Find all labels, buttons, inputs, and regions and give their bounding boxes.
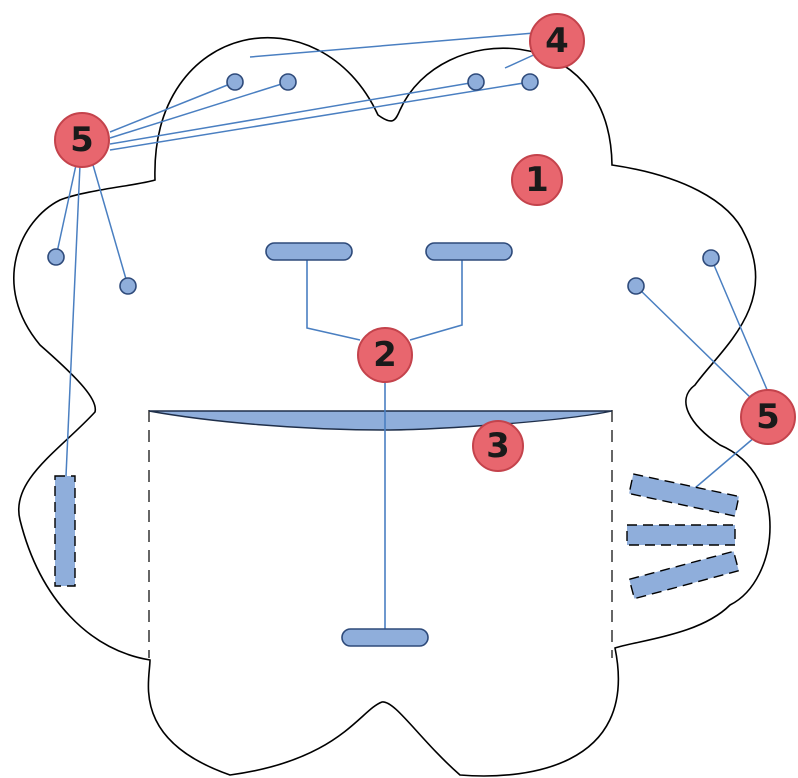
- badge-5-left: 5: [54, 112, 110, 168]
- dot-left-2: [119, 277, 137, 295]
- dot-top-2: [279, 73, 297, 91]
- bar-top-left: [265, 242, 353, 261]
- dot-top-1: [226, 73, 244, 91]
- badge-4-connectors: [249, 32, 539, 69]
- badge-2-connectors: [306, 252, 463, 636]
- badge-2: 2: [357, 327, 413, 383]
- fan-block-top: [628, 473, 740, 517]
- bar-bottom: [341, 628, 429, 647]
- badge-3: 3: [472, 420, 524, 472]
- dot-left-1: [47, 248, 65, 266]
- dot-right-2: [702, 249, 720, 267]
- badge-5-right-connectors: [635, 257, 769, 489]
- badge-5-right: 5: [740, 389, 796, 445]
- badge-5-left-connectors: [55, 81, 531, 477]
- fan-block-bottom: [628, 550, 740, 600]
- svg-text:1: 1: [525, 160, 549, 200]
- svg-text:4: 4: [545, 21, 569, 61]
- small-dots: [47, 73, 720, 295]
- fan-block-middle: [626, 524, 736, 546]
- lens-shape: [148, 410, 613, 431]
- svg-text:5: 5: [70, 120, 94, 160]
- left-vertical-block: [54, 475, 76, 587]
- svg-text:5: 5: [756, 397, 780, 437]
- bar-top-right: [425, 242, 513, 261]
- right-fan-blocks: [626, 473, 740, 600]
- dot-right-1: [627, 277, 645, 295]
- dot-top-3: [467, 73, 485, 91]
- badge-4: 4: [529, 13, 585, 69]
- dot-top-4: [521, 73, 539, 91]
- cloud-outline: [13, 36, 771, 777]
- rounded-bars: [265, 242, 513, 647]
- badge-1: 1: [511, 154, 563, 206]
- svg-text:3: 3: [486, 426, 510, 466]
- svg-text:2: 2: [373, 335, 397, 375]
